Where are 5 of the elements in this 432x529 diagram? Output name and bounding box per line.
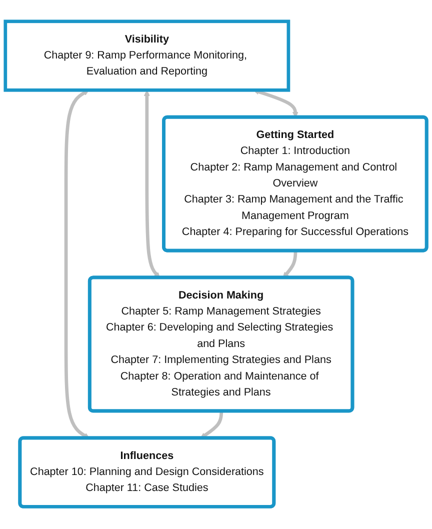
arrow	[282, 251, 298, 279]
arrow	[64, 90, 90, 439]
arrow	[253, 90, 298, 118]
node-box: Visibility Chapter 9: Ramp Performance Monitoring, Evaluation and Reporting	[4, 20, 290, 92]
arrow	[200, 412, 224, 439]
